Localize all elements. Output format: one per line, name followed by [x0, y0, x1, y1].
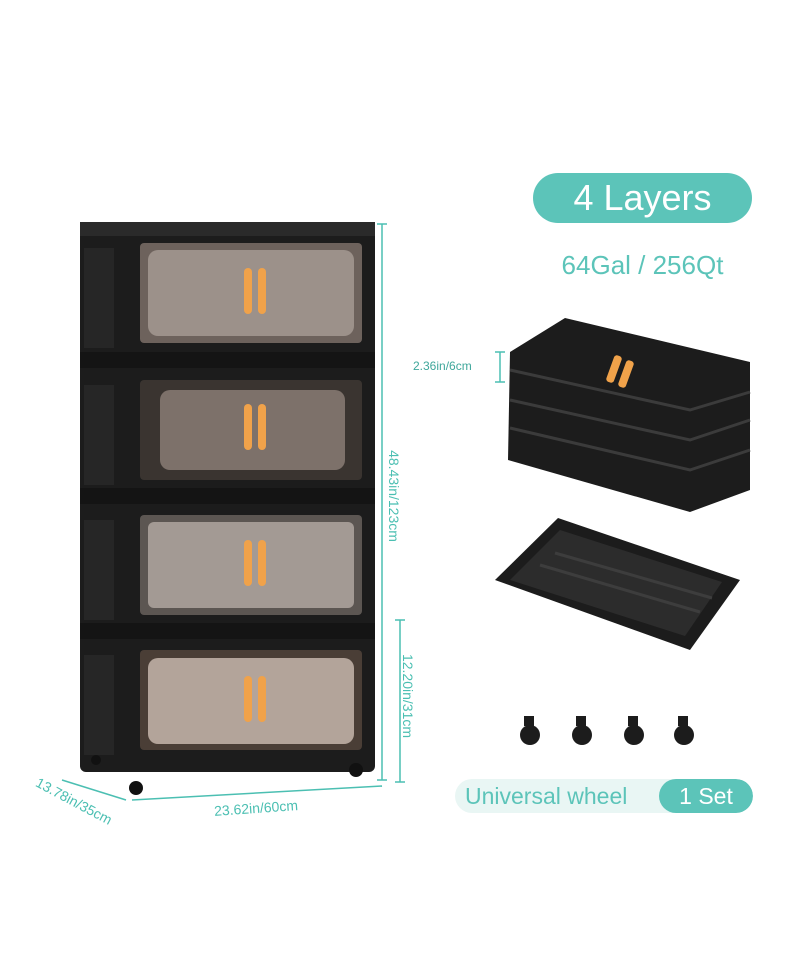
- accessory-quantity: 1 Set: [659, 779, 753, 813]
- storage-lid: [495, 518, 740, 650]
- universal-wheels: [520, 716, 694, 745]
- accessory-label: Universal wheel: [465, 783, 628, 809]
- universal-wheel-badge: Universal wheel 1 Set: [455, 779, 753, 813]
- capacity-label: 64Gal / 256Qt: [561, 250, 724, 280]
- dimension-lines: [61, 223, 505, 801]
- storage-cabinet: [80, 222, 375, 772]
- door-handles: [244, 268, 266, 722]
- folded-height-label: 2.36in/6cm: [413, 359, 472, 373]
- height-dimension-label: 48.43in/123cm: [385, 450, 402, 542]
- layer-height-dimension-label: 12.20in/31cm: [400, 653, 417, 739]
- layers-badge: 4 Layers: [533, 173, 752, 223]
- folded-boxes: [508, 318, 751, 512]
- cabinet-casters: [91, 755, 363, 795]
